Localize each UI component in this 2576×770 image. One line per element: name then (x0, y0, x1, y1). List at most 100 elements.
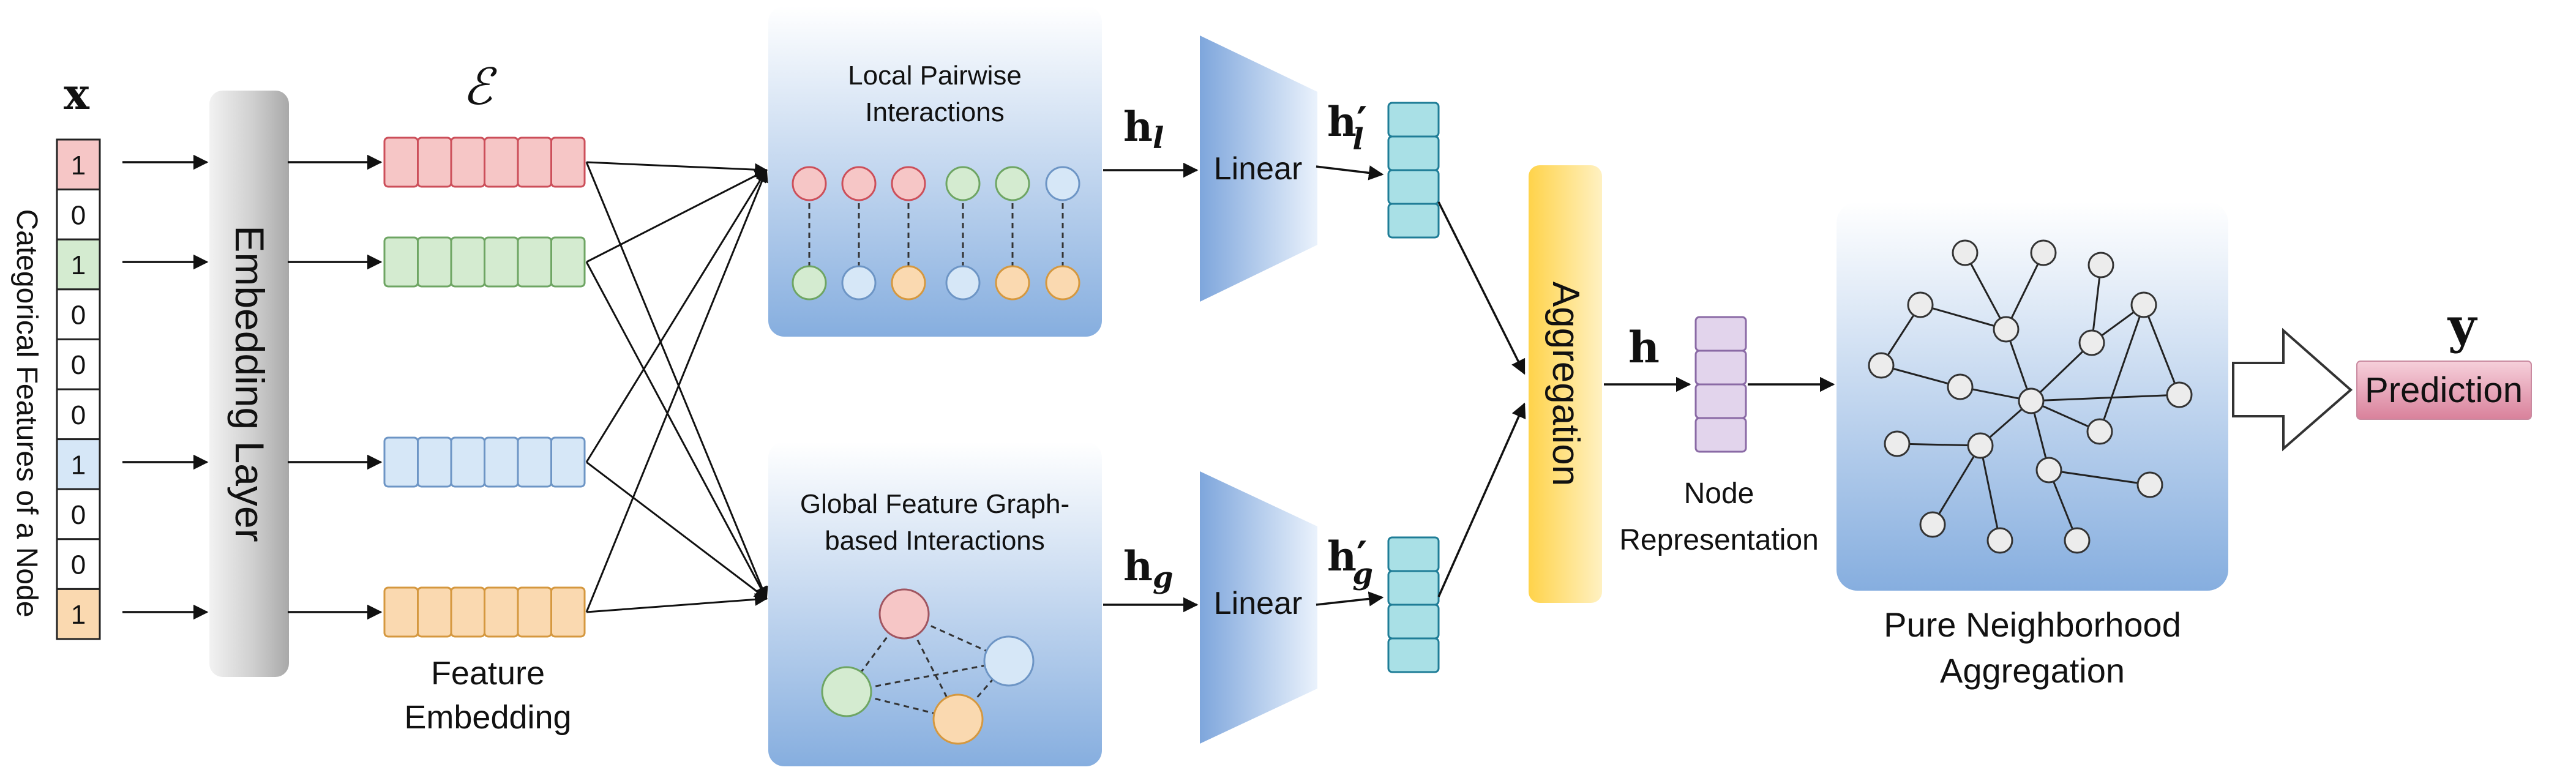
embedding-cell (550, 436, 586, 488)
node-representation-cell (1694, 417, 1747, 453)
arrow-hl-to-aggregation (1437, 201, 1526, 375)
global-title-2: based Interactions (825, 526, 1045, 556)
embedding-cell (550, 136, 586, 188)
embedding-cell (550, 236, 586, 288)
embedding-cell (484, 436, 519, 488)
aggregation-box (1529, 165, 1602, 603)
embedding-cell (417, 236, 452, 288)
neighborhood-node (2078, 329, 2105, 356)
input-cell (56, 288, 101, 340)
embedding-cell (484, 236, 519, 288)
hl-prime-cell (1387, 102, 1440, 138)
embedding-layer-box (209, 91, 289, 677)
embedding-cell (550, 586, 586, 638)
hl-prime-cell (1387, 135, 1440, 171)
arrow-linear-bottom-out (1316, 591, 1384, 607)
neighborhood-edge (2048, 469, 2151, 486)
input-cell (56, 588, 101, 640)
hl-prime-cell (1387, 169, 1440, 205)
hl-prime-vector (1387, 102, 1440, 239)
neighborhood-node (1868, 352, 1895, 379)
neighborhood-label-1: Pure Neighborhood (1884, 605, 2181, 644)
local-node-top (891, 166, 926, 201)
hg-prime-vector (1387, 536, 1440, 673)
neighborhood-node (1993, 316, 2020, 343)
neighborhood-node (1967, 432, 1994, 459)
hg-prime-cell (1387, 604, 1440, 640)
input-cell-value: 0 (71, 550, 86, 580)
neighborhood-edge (2005, 252, 2045, 330)
global-node-green (821, 666, 872, 717)
global-node-pink (878, 588, 930, 640)
embedding-cell (517, 586, 552, 638)
input-cell-value: 1 (71, 250, 86, 280)
neighborhood-node (2130, 291, 2157, 318)
arrow-embedding-to-interaction (586, 592, 768, 613)
linear-top-label: Linear (1214, 151, 1303, 187)
neighborhood-label-2: Aggregation (1940, 651, 2125, 690)
neighborhood-node (2166, 381, 2193, 408)
arrow-embedding-to-interaction (585, 261, 768, 600)
local-node-top (1045, 166, 1080, 201)
embedding-cell (417, 136, 452, 188)
input-cell (56, 488, 101, 540)
input-cell-value: 1 (71, 450, 86, 480)
neighborhood-edge (1881, 364, 1961, 388)
output-block-arrow (2232, 327, 2353, 452)
local-node-top (792, 166, 827, 201)
arrow-embedding-to-interaction (585, 162, 768, 600)
node-representation-vector (1694, 316, 1747, 453)
local-node-bottom (792, 265, 827, 301)
feature-embedding-caption-2: Embedding (404, 699, 571, 736)
embedding-cell (484, 586, 519, 638)
neighborhood-edge (1920, 304, 2007, 331)
local-node-bottom (1045, 265, 1080, 301)
embedding-cell (383, 236, 419, 288)
neighborhood-node (1986, 527, 2013, 554)
neighborhood-node (1919, 511, 1946, 538)
linear-bottom-label: Linear (1214, 586, 1303, 621)
input-cell-value: 0 (71, 200, 86, 230)
arrow-embedding-to-interaction (586, 161, 768, 176)
neighborhood-edge (2030, 342, 2093, 402)
symbol-h: h (1628, 322, 1660, 373)
neighborhood-node (2035, 457, 2062, 484)
neighborhood-node (2064, 527, 2091, 554)
local-pair-graph (792, 166, 1080, 301)
neighborhood-node (2087, 252, 2114, 278)
node-representation-cell (1694, 383, 1747, 419)
feature-embedding-rows (288, 136, 586, 638)
node-representation-cell (1694, 316, 1747, 352)
neighborhood-node (1952, 239, 1979, 266)
prediction-label: Prediction (2365, 370, 2523, 410)
neighborhood-edge (1979, 445, 2001, 541)
neighborhood-node (1884, 430, 1911, 457)
local-node-top (945, 166, 981, 201)
embedding-cell (450, 236, 485, 288)
global-node-blue (983, 635, 1035, 687)
neighborhood-edge (1896, 443, 1981, 447)
embedding-cell (450, 586, 485, 638)
neighborhood-node (1907, 291, 1934, 318)
hl-prime-cell (1387, 203, 1440, 239)
feature-embedding-caption-1: Feature (431, 655, 545, 692)
symbol-h-g-prime: h′g (1327, 533, 1373, 591)
neighborhood-node (2136, 471, 2163, 498)
input-cell (56, 388, 101, 441)
neighborhood-edge (2143, 304, 2181, 395)
arrow-embedding-to-interaction (586, 169, 768, 263)
symbol-h-l: hl (1123, 103, 1164, 155)
global-title-1: Global Feature Graph- (800, 489, 1069, 519)
global-feature-graph (821, 588, 1035, 745)
arrow-embedding-to-interaction (585, 169, 768, 463)
input-side-label: Categorical Features of a Node (10, 209, 43, 617)
embedding-cell (383, 136, 419, 188)
input-cell-value: 0 (71, 400, 86, 430)
neighborhood-edge (1931, 445, 1982, 525)
local-title-2: Interactions (865, 97, 1004, 127)
node-representation-cell (1694, 349, 1747, 386)
symbol-h-g: hg (1123, 542, 1174, 595)
embedding-cell (417, 586, 452, 638)
neighborhood-node (2018, 387, 2045, 414)
